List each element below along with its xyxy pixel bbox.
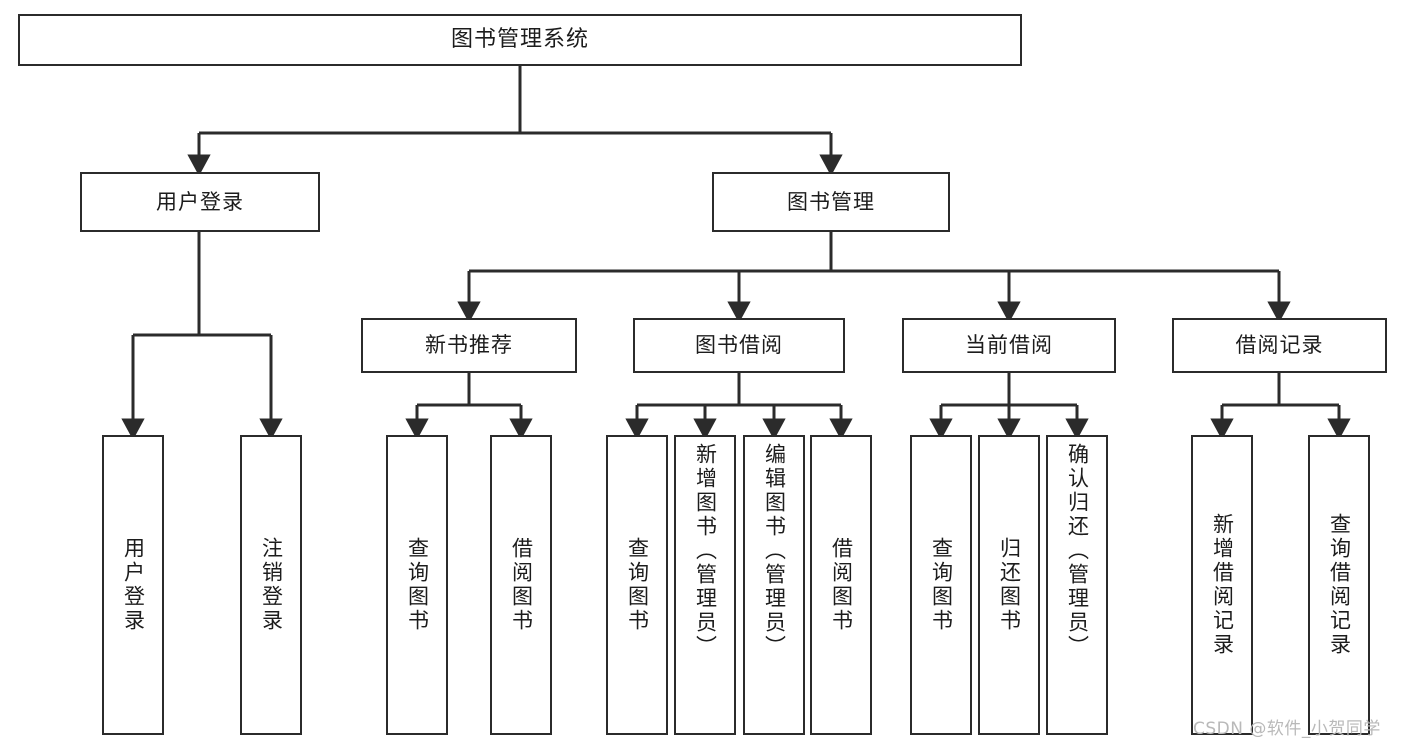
leaf-user-logout[interactable]: 注销登录 — [240, 435, 302, 735]
leaf-borrow-add-book-admin[interactable]: 新增图书（管理员） — [674, 435, 736, 735]
leaf-recommend-borrow-book[interactable]: 借阅图书 — [490, 435, 552, 735]
node-label: 新增借阅记录 — [1210, 513, 1235, 657]
leaf-record-query-record[interactable]: 查询借阅记录 — [1308, 435, 1370, 735]
node-book-management[interactable]: 图书管理 — [712, 172, 950, 232]
node-label: 当前借阅 — [965, 333, 1053, 358]
node-label: 借阅记录 — [1235, 333, 1324, 358]
node-label: 图书管理系统 — [450, 27, 589, 53]
leaf-current-return-book[interactable]: 归还图书 — [978, 435, 1040, 735]
leaf-borrow-edit-book-admin[interactable]: 编辑图书（管理员） — [743, 435, 805, 735]
node-root-system[interactable]: 图书管理系统 — [18, 14, 1022, 66]
node-label: 借阅图书 — [509, 537, 534, 633]
node-label: 归还图书 — [997, 537, 1022, 633]
csdn-watermark: CSDN @软件_小贺同学 — [1193, 719, 1381, 739]
node-label: 查询图书 — [929, 537, 954, 633]
node-label: 借阅图书 — [829, 537, 854, 633]
leaf-recommend-query-book[interactable]: 查询图书 — [386, 435, 448, 735]
leaf-record-add-record[interactable]: 新增借阅记录 — [1191, 435, 1253, 735]
node-label: 图书管理 — [787, 189, 875, 214]
node-label: 图书借阅 — [695, 333, 783, 358]
leaf-borrow-borrow-book[interactable]: 借阅图书 — [810, 435, 872, 735]
node-label: 查询图书 — [625, 537, 650, 633]
node-current-borrow[interactable]: 当前借阅 — [902, 318, 1116, 373]
node-label: 查询图书 — [405, 537, 430, 633]
leaf-borrow-query-book[interactable]: 查询图书 — [606, 435, 668, 735]
node-label: 用户登录 — [121, 537, 146, 633]
node-label: 用户登录 — [156, 189, 244, 214]
leaf-current-query-book[interactable]: 查询图书 — [910, 435, 972, 735]
node-book-borrow[interactable]: 图书借阅 — [633, 318, 845, 373]
node-label: 编辑图书（管理员） — [762, 443, 787, 659]
node-label: 新增图书（管理员） — [693, 443, 718, 659]
node-label: 注销登录 — [259, 537, 284, 633]
node-user-login[interactable]: 用户登录 — [80, 172, 320, 232]
node-label: 新书推荐 — [425, 333, 513, 358]
node-borrow-record[interactable]: 借阅记录 — [1172, 318, 1387, 373]
node-label: 确认归还（管理员） — [1065, 443, 1090, 659]
node-label: 查询借阅记录 — [1327, 513, 1352, 657]
leaf-current-confirm-return-admin[interactable]: 确认归还（管理员） — [1046, 435, 1108, 735]
node-new-book-recommend[interactable]: 新书推荐 — [361, 318, 577, 373]
leaf-user-login[interactable]: 用户登录 — [102, 435, 164, 735]
